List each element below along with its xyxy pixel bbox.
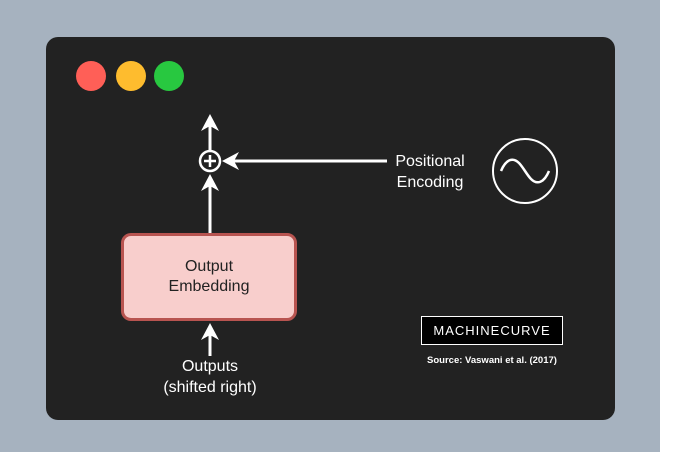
window-minimize-button[interactable] [116, 61, 146, 91]
positional-encoding-line1: Positional [395, 153, 465, 170]
window-maximize-button[interactable] [154, 61, 184, 91]
outputs-label-line2: (shifted right) [163, 379, 257, 396]
output-embedding-box: Output Embedding [121, 233, 297, 321]
diagram-window [46, 37, 615, 420]
source-citation: Source: Vaswani et al. (2017) [427, 355, 557, 366]
outputs-label: Outputs (shifted right) [140, 356, 280, 398]
positional-encoding-label: Positional Encoding [374, 151, 486, 193]
sine-wave-icon [492, 138, 558, 204]
logo-text: MACHINECURVE [433, 323, 551, 338]
positional-encoding-line2: Encoding [396, 174, 464, 191]
window-close-button[interactable] [76, 61, 106, 91]
machinecurve-logo: MACHINECURVE [421, 316, 563, 345]
output-embedding-line2: Embedding [168, 278, 250, 295]
outputs-label-line1: Outputs [181, 358, 239, 375]
output-embedding-line1: Output [184, 258, 234, 275]
